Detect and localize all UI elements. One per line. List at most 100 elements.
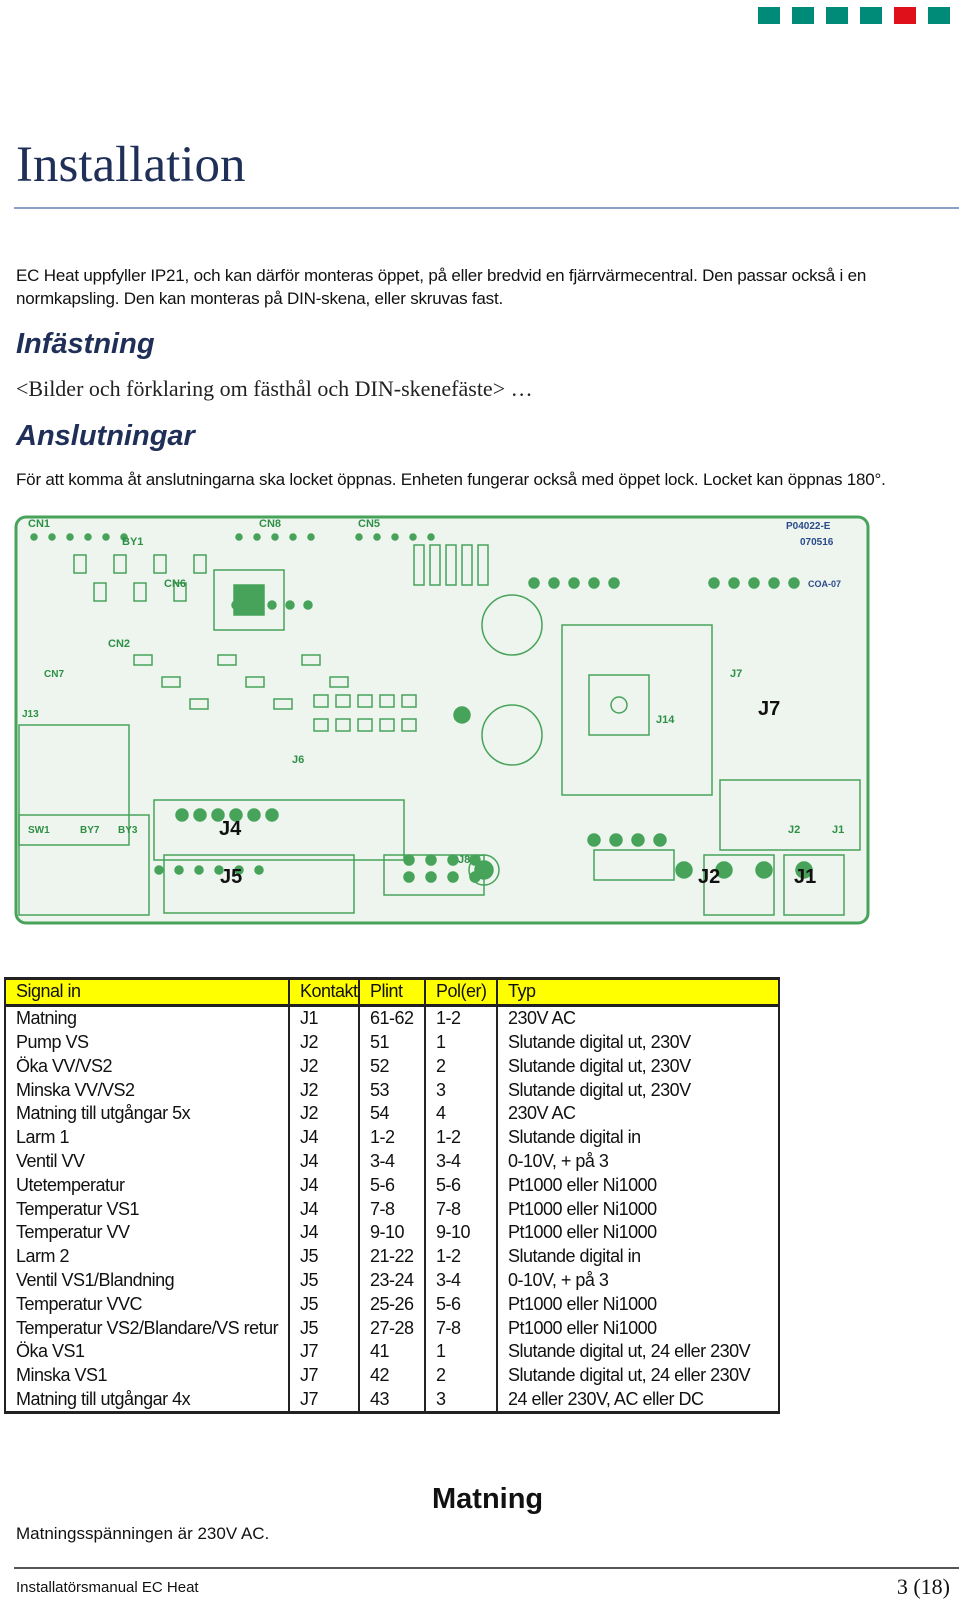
pcb-label: SW1	[28, 825, 50, 836]
pcb-label: J8	[458, 854, 470, 866]
table-cell: 21-22	[358, 1244, 426, 1269]
pcb-label: BY1	[122, 536, 143, 548]
table-cell: Pt1000 eller Ni1000	[496, 1220, 780, 1245]
table-cell: J4	[288, 1197, 360, 1221]
table-cell: Ventil VS1/Blandning	[4, 1268, 290, 1293]
table-cell: J2	[288, 1030, 360, 1055]
table-cell: 2	[424, 1054, 498, 1079]
table-cell: J4	[288, 1125, 360, 1150]
table-cell: 3-4	[424, 1268, 498, 1293]
table-cell: 1	[424, 1339, 498, 1364]
table-cell: 7-8	[358, 1197, 426, 1221]
table-cell: 9-10	[424, 1220, 498, 1245]
table-cell: 1-2	[358, 1125, 426, 1150]
pcb-label: J13	[22, 709, 39, 720]
header-square	[792, 7, 814, 24]
table-cell: Pump VS	[4, 1030, 290, 1055]
table-cell: J7	[288, 1387, 360, 1415]
table-cell: Slutande digital in	[496, 1244, 780, 1269]
table-cell: J7	[288, 1363, 360, 1388]
table-cell: J5	[288, 1292, 360, 1317]
column-header: Pol(er)	[424, 977, 498, 1007]
table-cell: Pt1000 eller Ni1000	[496, 1197, 780, 1221]
table-cell: Matning till utgångar 5x	[4, 1101, 290, 1126]
mounting-placeholder: <Bilder och förklaring om fästhål och DI…	[16, 376, 533, 401]
table-cell: 3	[424, 1078, 498, 1102]
title-divider	[14, 207, 959, 209]
table-header-row: Signal in Kontakt Plint Pol(er) Typ	[4, 977, 780, 1007]
table-cell: Slutande digital in	[496, 1125, 780, 1150]
table-cell: 42	[358, 1363, 426, 1388]
column-header: Kontakt	[288, 977, 360, 1007]
table-cell: Minska VV/VS2	[4, 1078, 290, 1102]
header-square	[758, 7, 780, 24]
table-cell: Slutande digital ut, 24 eller 230V	[496, 1339, 780, 1364]
page-title: Installation	[16, 137, 246, 193]
column-header: Typ	[496, 977, 780, 1007]
footer-document-title: Installatörsmanual EC Heat	[16, 1579, 199, 1596]
table-cell: J5	[288, 1316, 360, 1340]
header-square	[826, 7, 848, 24]
table-cell: J4	[288, 1149, 360, 1174]
table-cell: 9-10	[358, 1220, 426, 1245]
table-cell: Temperatur VVC	[4, 1292, 290, 1317]
pcb-label: BY7	[80, 825, 100, 836]
table-cell: Slutande digital ut, 24 eller 230V	[496, 1363, 780, 1388]
table-cell: J4	[288, 1173, 360, 1198]
table-cell: 4	[424, 1101, 498, 1126]
pcb-label: CN5	[358, 518, 380, 530]
table-cell: Öka VS1	[4, 1339, 290, 1364]
column-header: Signal in	[4, 977, 290, 1007]
table-cell: 0-10V, + på 3	[496, 1268, 780, 1293]
table-cell: Pt1000 eller Ni1000	[496, 1292, 780, 1317]
table-cell: Ventil VV	[4, 1149, 290, 1174]
footer-page-number: 3 (18)	[896, 1574, 950, 1599]
table-cell: 41	[358, 1339, 426, 1364]
table-cell: 0-10V, + på 3	[496, 1149, 780, 1174]
pcb-label: CN8	[259, 518, 281, 530]
pcb-label: J4	[219, 818, 242, 840]
pcb-label: J7	[758, 698, 780, 720]
table-cell: Utetemperatur	[4, 1173, 290, 1198]
intro-paragraph: EC Heat uppfyller IP21, och kan därför m…	[16, 266, 867, 308]
table-cell: 54	[358, 1101, 426, 1126]
pcb-label: J2	[698, 866, 720, 888]
pcb-label: J7	[730, 668, 742, 680]
table-cell: J7	[288, 1339, 360, 1364]
pcb-label: J1	[832, 824, 844, 836]
table-cell: 3-4	[424, 1149, 498, 1174]
pcb-label: J14	[656, 714, 675, 726]
table-cell: 7-8	[424, 1316, 498, 1340]
table-cell: Slutande digital ut, 230V	[496, 1054, 780, 1079]
table-cell: 23-24	[358, 1268, 426, 1293]
table-cell: 1-2	[424, 1244, 498, 1269]
table-cell: 2	[424, 1363, 498, 1388]
connections-text: För att komma åt anslutningarna ska lock…	[16, 470, 886, 489]
table-cell: Larm 1	[4, 1125, 290, 1150]
header-squares	[758, 7, 950, 24]
table-cell: Slutande digital ut, 230V	[496, 1030, 780, 1055]
table-cell: Larm 2	[4, 1244, 290, 1269]
table-cell: 61-62	[358, 1005, 426, 1031]
column-header: Plint	[358, 977, 426, 1007]
connections-table: Signal in Kontakt Plint Pol(er) Typ Matn…	[4, 977, 780, 1415]
table-cell: 52	[358, 1054, 426, 1079]
table-cell: 24 eller 230V, AC eller DC	[496, 1387, 780, 1415]
table-cell: 1-2	[424, 1125, 498, 1150]
table-cell: 25-26	[358, 1292, 426, 1317]
table-cell: 230V AC	[496, 1005, 780, 1031]
header-square	[860, 7, 882, 24]
header-square	[894, 7, 916, 24]
